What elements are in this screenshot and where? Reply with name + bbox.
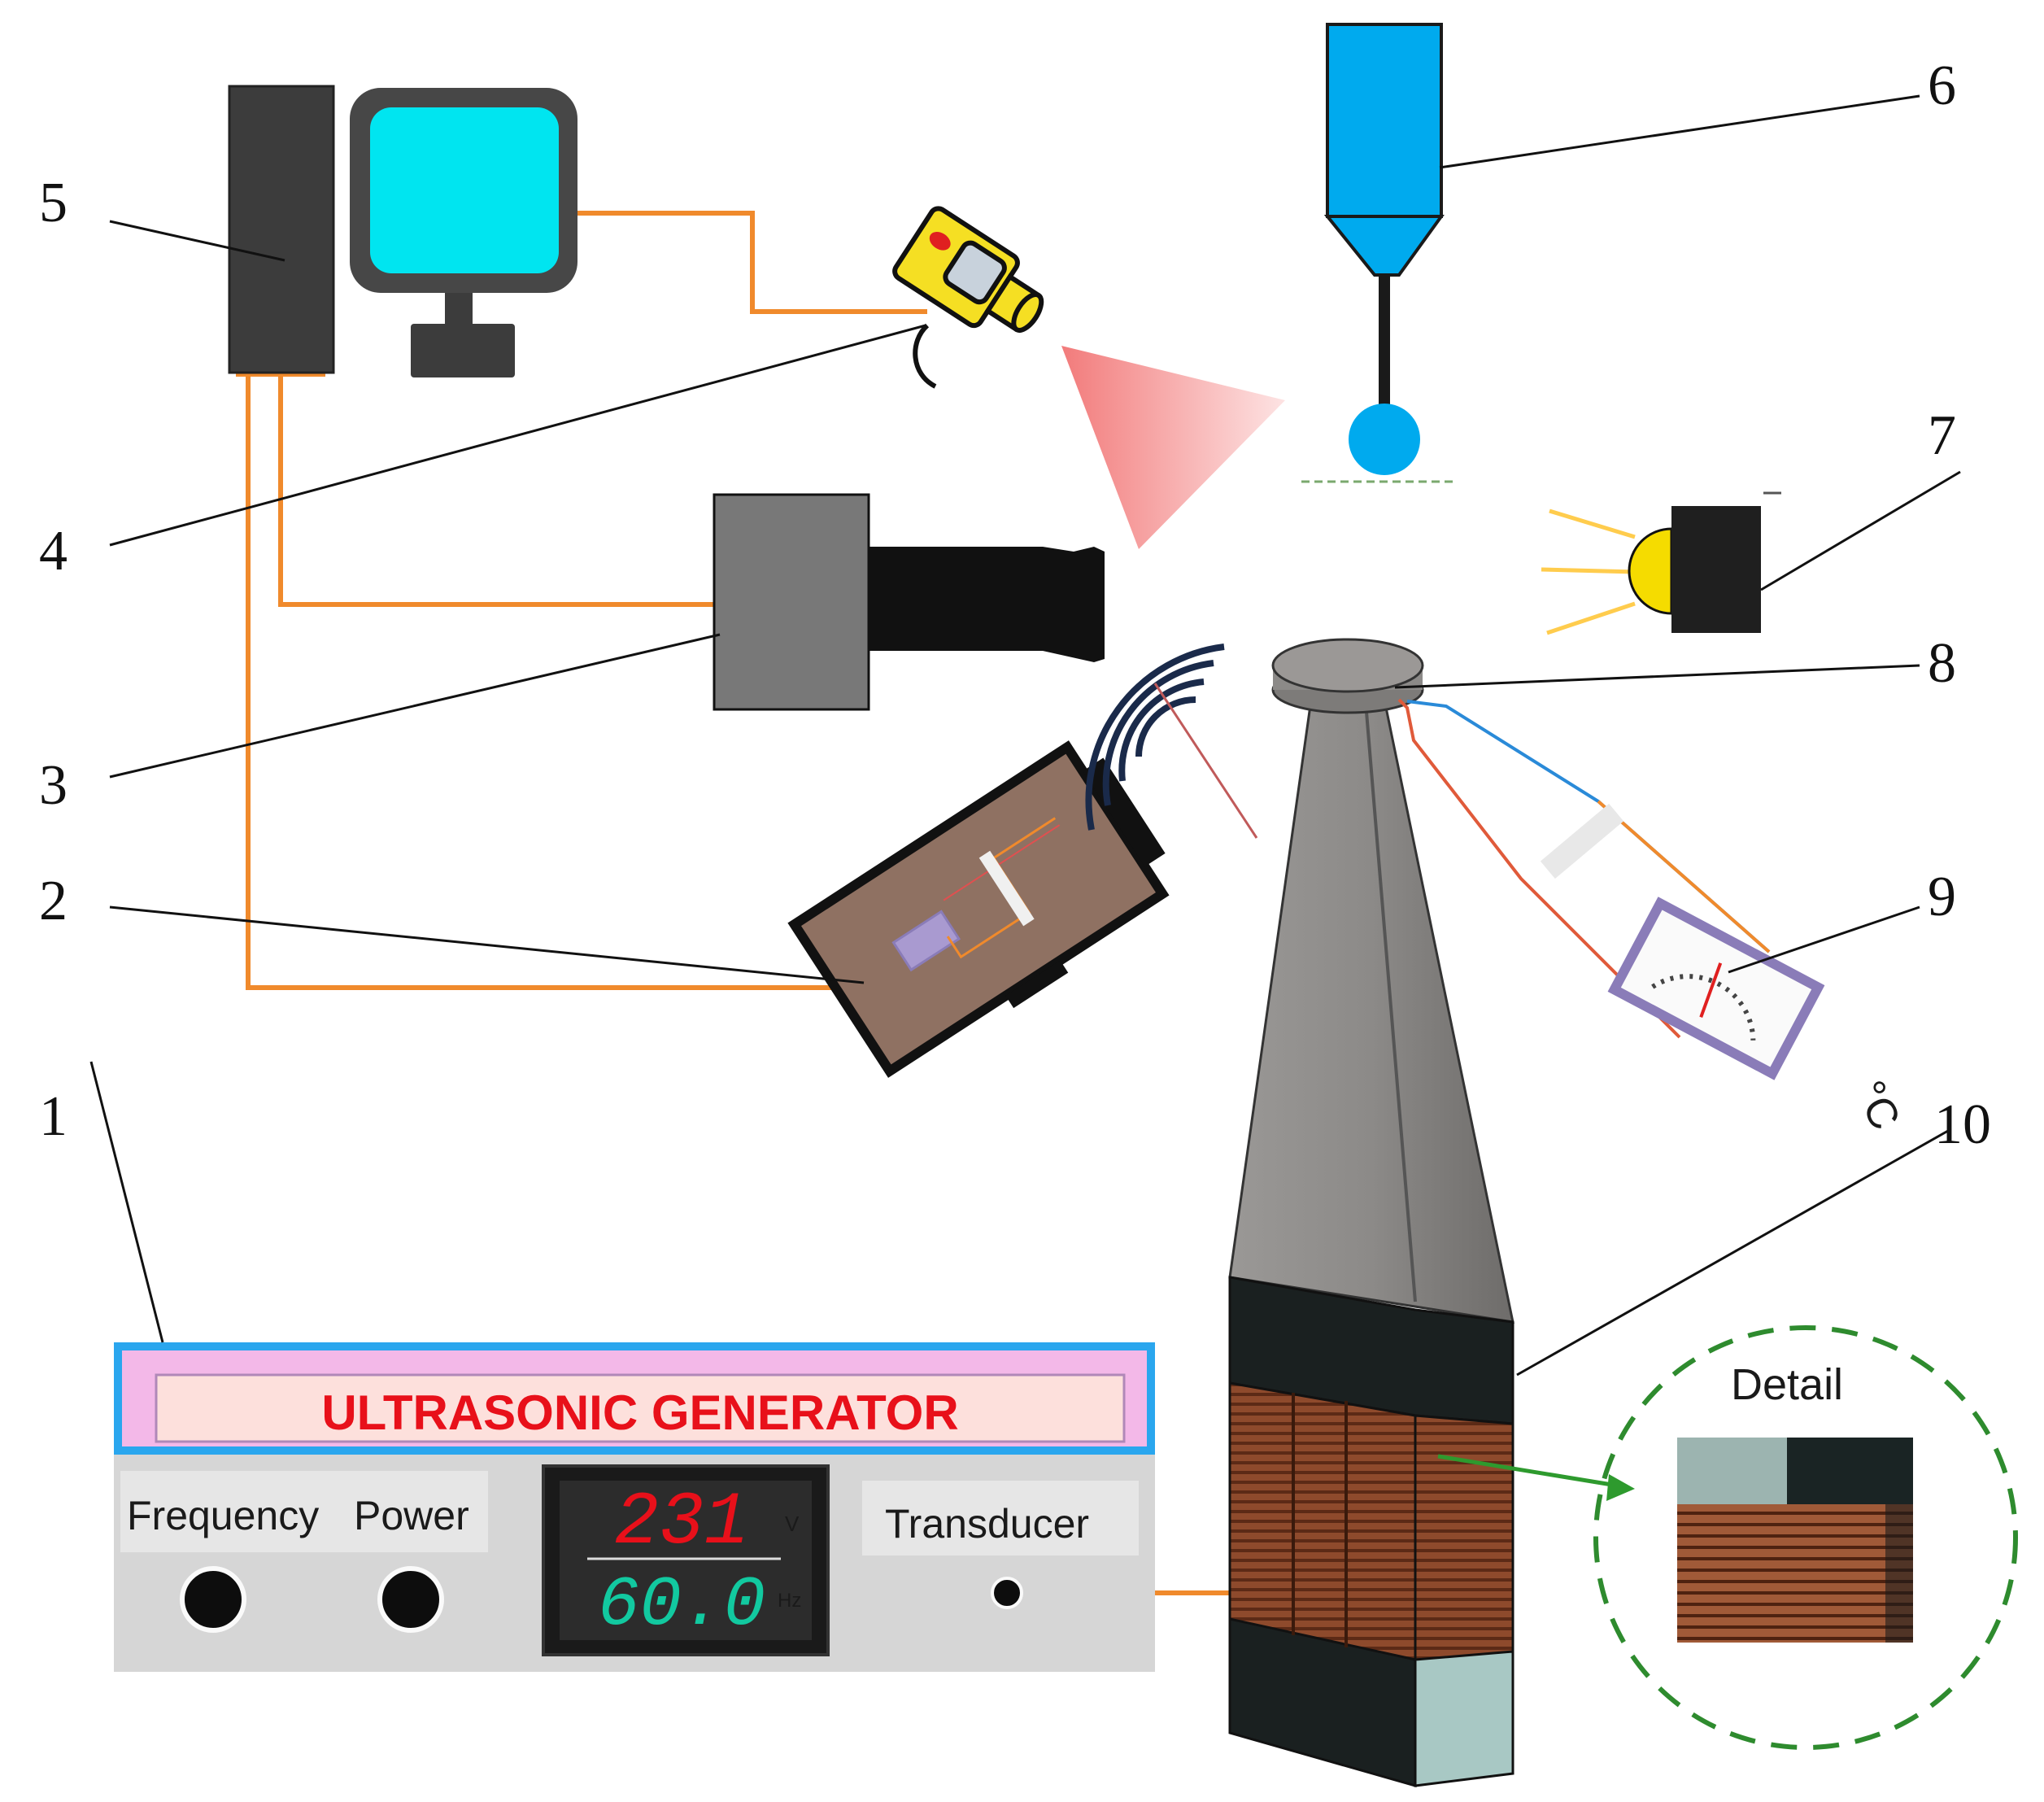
syringe-icon [1301,23,1456,483]
computer-icon [228,85,577,377]
frequency-readout: 60.0 [598,1565,765,1645]
generator-title: ULTRASONIC GENERATOR [321,1385,958,1440]
voltage-readout: 231 [614,1480,749,1565]
cable-computer-to-sensor-device [246,373,862,990]
callout-1: 1 [39,1085,68,1148]
callout-4: 4 [39,520,68,582]
frequency-unit: Hz [778,1590,801,1612]
detail-circle [1593,1325,2018,1750]
ultrasonic-generator: ULTRASONIC GENERATOR Frequency Power 231… [114,1342,1155,1672]
callout-6: 6 [1928,55,1956,117]
camera-icon [713,493,1105,711]
callout-10: 10 [1934,1093,1991,1156]
power-label: Power [354,1493,469,1538]
light-source-icon [1541,491,1781,635]
voltage-unit: V [785,1512,800,1536]
callout-9: 9 [1928,866,1956,928]
pc-tower [228,85,335,374]
infrared-beam [1061,346,1285,549]
thermometer-gauge-icon: °C [1607,897,1909,1137]
ir-thermometer-icon [892,206,1044,389]
detail-callout: Detail [1437,1325,2018,1750]
callout-3: 3 [39,754,68,817]
callout-5: 5 [39,172,68,234]
cable-computer-to-camera [278,373,714,607]
temperature-unit-label: °C [1846,1074,1909,1137]
callout-7: 7 [1928,404,1956,467]
sensor-device-icon [787,740,1170,1078]
monitor-screen [370,107,559,273]
cable-monitor-to-ir-thermometer [574,211,927,314]
transducer-stack [1228,1276,1514,1787]
transducer-port[interactable] [991,1577,1023,1609]
thermocouple-wires [1397,698,1771,1039]
power-knob[interactable] [377,1566,444,1633]
transducer-label: Transducer [885,1501,1089,1547]
wireless-signal-icon [1085,644,1258,839]
monitor-stand [411,324,515,377]
detail-pointer-arrow [1437,1454,1628,1490]
frequency-knob[interactable] [180,1566,246,1633]
callout-8: 8 [1928,632,1956,695]
callout-numbers: 1 2 3 4 5 6 7 8 9 10 [39,55,1991,1156]
frequency-label: Frequency [127,1493,319,1538]
ultrasonic-horn [1228,638,1514,1324]
monitor-neck [445,293,473,324]
detail-label: Detail [1731,1360,1843,1409]
callout-leader-lines [89,94,1961,1377]
callout-2: 2 [39,870,68,932]
